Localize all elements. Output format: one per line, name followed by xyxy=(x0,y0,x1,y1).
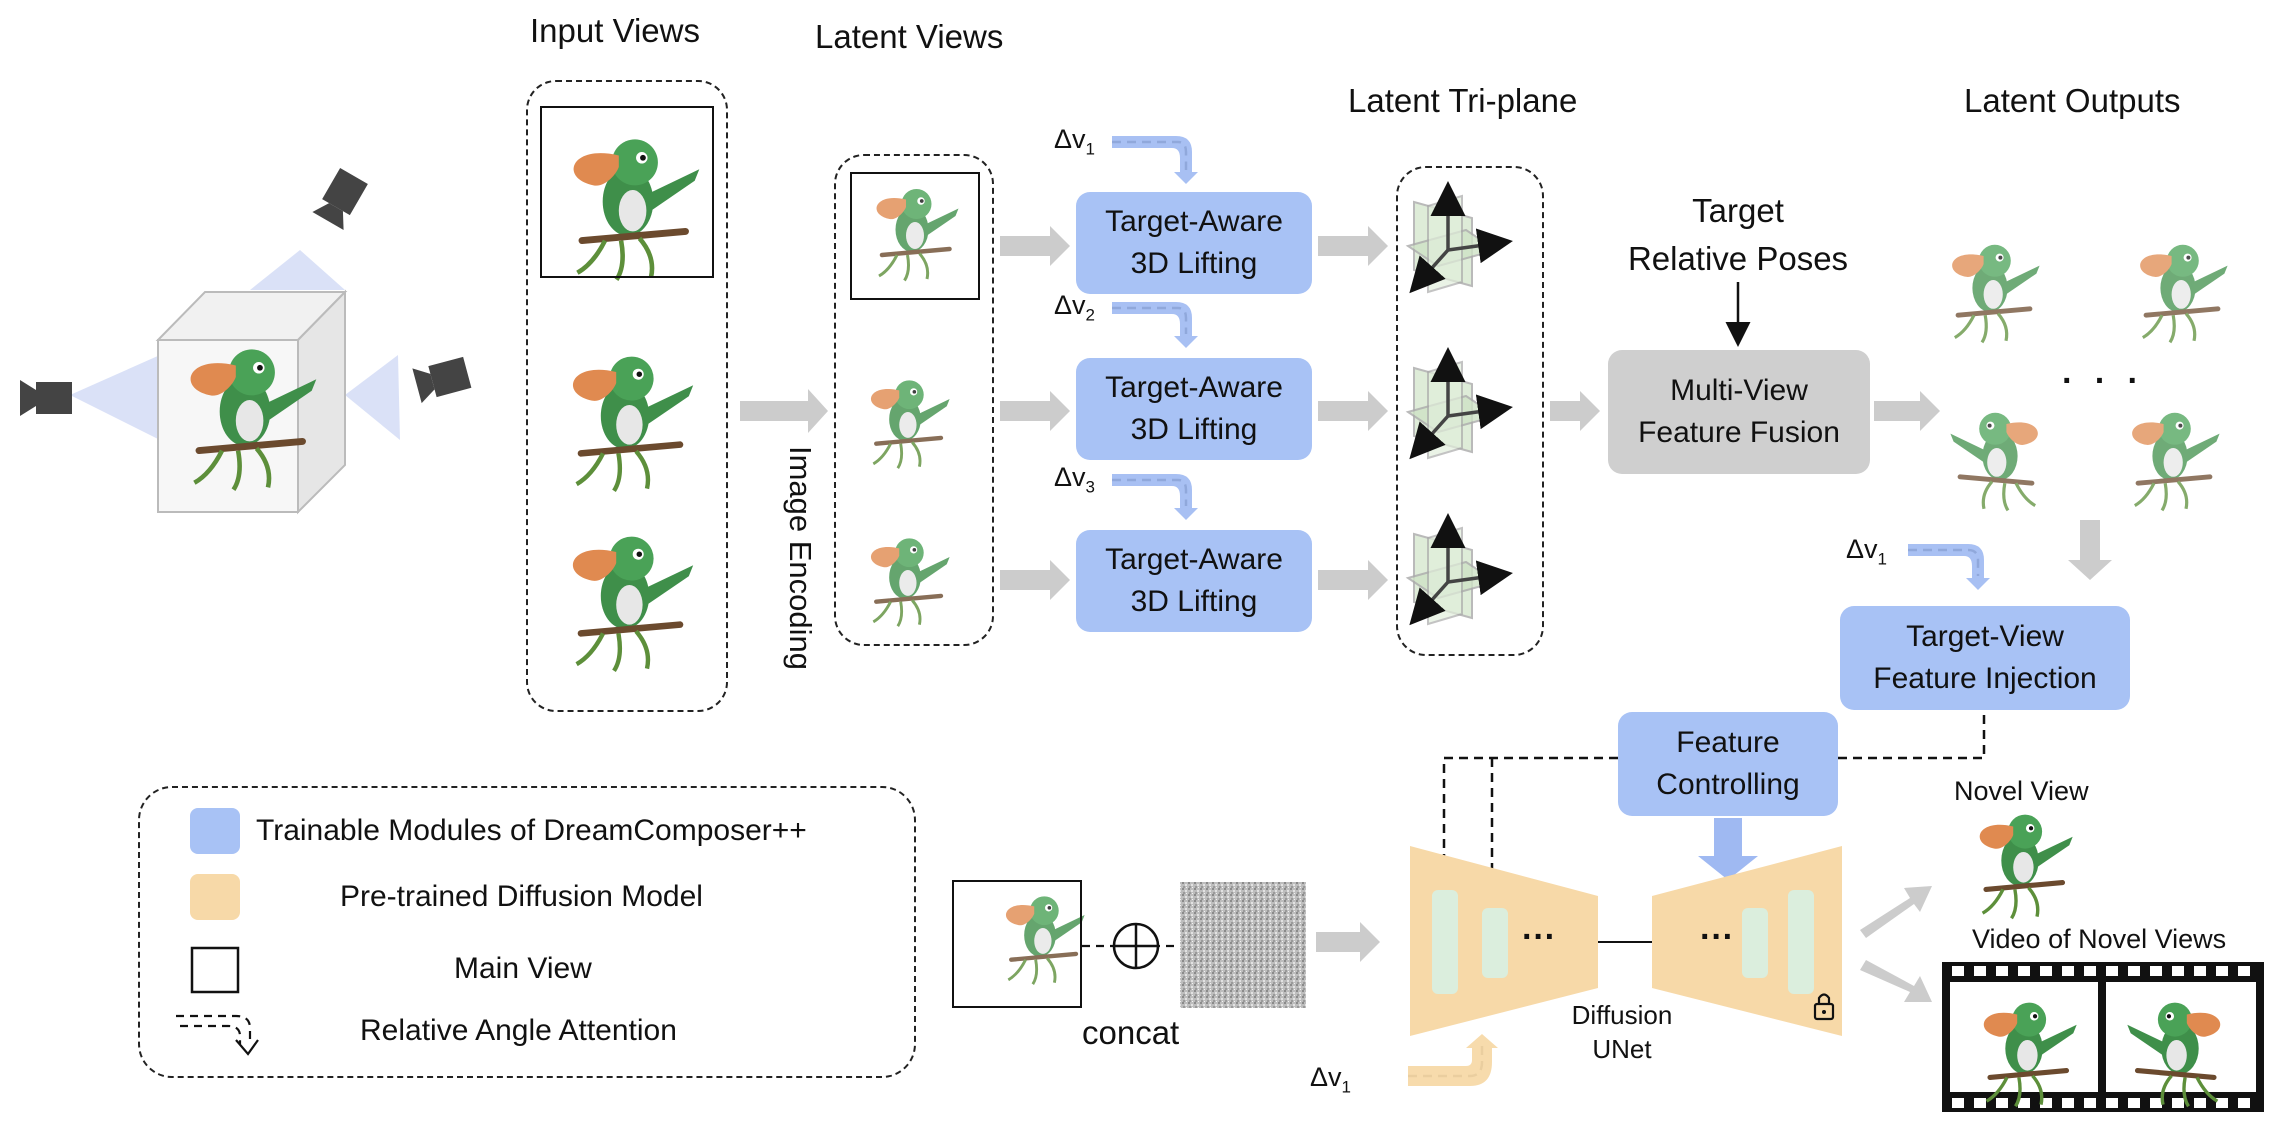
legend-pretrained-swatch xyxy=(190,874,240,920)
camera-icon-right xyxy=(412,354,472,404)
camera-icon-left xyxy=(20,380,72,416)
controlling-arrow xyxy=(1698,818,1758,880)
diffusion-label: Diffusion xyxy=(1571,1000,1673,1030)
latent-output-2 xyxy=(2140,245,2227,343)
latent-triplane-heading: Latent Tri-plane xyxy=(1348,82,1578,119)
delta-v2-label: Δv2 xyxy=(1054,290,1096,325)
legend-box xyxy=(138,786,916,1078)
latent-output-1 xyxy=(1952,245,2039,343)
latent-views-heading: Latent Views xyxy=(815,18,1004,55)
latent-outputs-heading: Latent Outputs xyxy=(1964,82,2181,119)
latent-output-3 xyxy=(1950,413,2037,511)
delta-v3-label: Δv3 xyxy=(1054,462,1096,497)
legend-relative-angle-icon xyxy=(176,1014,252,1044)
relative-angle-arrows xyxy=(1112,136,1990,1086)
concat-main-view-frame xyxy=(952,880,1082,1008)
triplane-group xyxy=(1396,166,1544,656)
input-views-heading: Input Views xyxy=(530,12,700,49)
legend-pretrained-label: Pre-trained Diffusion Model xyxy=(340,880,703,913)
novel-view-label: Novel View xyxy=(1954,776,2089,806)
diffusion-unet xyxy=(1410,846,1842,1036)
legend-main-view-swatch xyxy=(190,946,240,994)
legend-trainable-label: Trainable Modules of DreamComposer++ xyxy=(256,814,807,847)
latent-views-group xyxy=(834,154,994,646)
latent-main-view-frame xyxy=(850,172,980,300)
latent-output-4 xyxy=(2132,413,2219,511)
outputs-ellipsis: · · · xyxy=(2062,362,2145,400)
camera-beam-right xyxy=(345,355,400,440)
delta-v1-unet-label: Δv1 xyxy=(1310,1062,1352,1097)
flow-arrows xyxy=(740,226,2112,1002)
target-heading: Target xyxy=(1692,192,1784,229)
delta-v1-injection-label: Δv1 xyxy=(1846,534,1888,569)
camera-beam-left xyxy=(70,355,160,440)
lock-icon xyxy=(1813,993,1835,1021)
legend-relative-angle-label: Relative Angle Attention xyxy=(360,1014,677,1047)
concat-oplus-icon xyxy=(1112,922,1160,970)
delta-v1-label: Δv1 xyxy=(1054,124,1096,159)
unet-decoder-dots: ··· xyxy=(1700,918,1734,956)
camera-icon-top xyxy=(312,166,370,230)
legend-main-view-label: Main View xyxy=(454,952,592,985)
unet-encoder-dots: ··· xyxy=(1522,918,1556,956)
novel-view-image xyxy=(1980,815,2073,919)
video-filmstrip xyxy=(1942,962,2264,1112)
image-encoding-label: Image Encoding xyxy=(783,445,818,671)
legend-trainable-swatch xyxy=(190,808,240,854)
relative-poses-heading: Relative Poses xyxy=(1627,240,1849,277)
video-novel-views-label: Video of Novel Views xyxy=(1972,924,2227,954)
camera-beam-top xyxy=(250,250,345,290)
concat-label: concat xyxy=(1082,1014,1180,1051)
noise-image xyxy=(1180,882,1306,1008)
input-views-group xyxy=(526,80,728,712)
scene-illustration xyxy=(20,166,472,515)
unet-label: UNet xyxy=(1592,1034,1652,1064)
input-main-view-frame xyxy=(540,106,714,278)
